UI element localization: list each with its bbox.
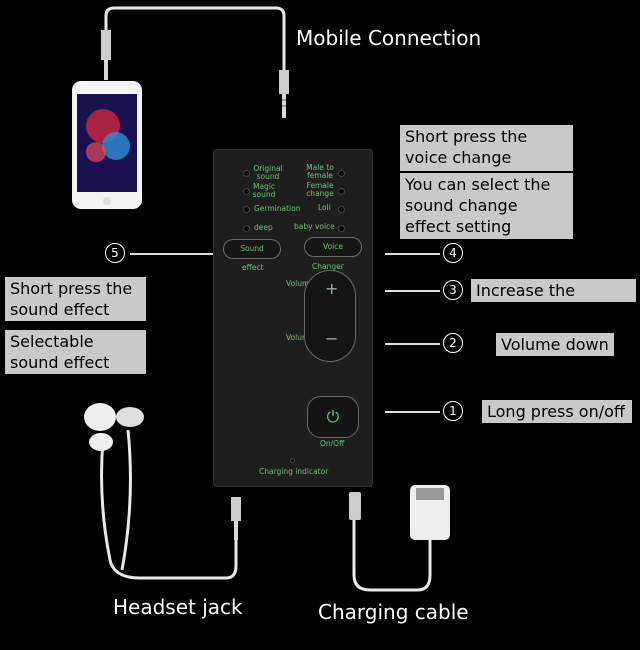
led-germination [243,206,250,213]
number-3: 3 [443,280,463,300]
sound-button-label: Sound [240,244,264,253]
voice-change-button[interactable]: Voice [304,237,362,257]
led-deep [243,225,250,232]
power-icon: ⏻ [326,407,340,426]
volume-up-label: Volume [286,279,314,288]
volume-up-button[interactable]: + [325,279,339,298]
changer-label: Changer [312,262,344,271]
headset-jack-label: Headset jack [113,595,243,619]
mobile-connection-label: Mobile Connection [296,26,482,50]
callout-sound-effect-key: Short press the sound effect key [5,277,146,340]
number-5: 5 [105,243,125,263]
led-baby-voice [338,225,345,232]
on-off-label: On/Off [320,439,345,448]
loli-label: Loli [318,203,331,212]
leader-line-2 [385,343,440,345]
callout-long-press: Long press on/off [482,400,632,423]
led-male-to-female [338,170,345,177]
callout-selectable-effect: Selectable sound effect settings [5,330,146,393]
callout-voice-change-press: Short press the voice change button [400,125,573,188]
female-change-label: Female change [306,181,334,198]
magic-sound-label: Magic sound [252,182,276,199]
number-4: 4 [443,243,463,263]
leader-line-4 [385,253,440,255]
led-original [243,170,250,177]
original-sound-label: Original sound [253,164,283,181]
volume-down-button[interactable]: − [325,329,339,348]
voice-button-label: Voice [323,242,343,251]
charging-led [290,458,295,463]
leader-line-1 [385,411,440,413]
voice-changer-device: Original sound Male to female Magic soun… [213,149,373,487]
male-to-female-label: Male to female [306,163,334,180]
callout-select-effect: You can select the sound change effect s… [400,173,573,239]
leader-line-3 [385,290,440,292]
led-loli [338,206,345,213]
callout-volume-down: Volume down [496,333,614,356]
sound-effect-button[interactable]: Sound [223,239,281,259]
callout-increase-volume: Increase the volume [471,279,636,321]
leader-line-5 [130,253,213,255]
germination-label: Germination [254,204,301,213]
volume-down-label: Volume [286,333,314,342]
deep-label: deep [254,223,273,232]
led-female [338,188,345,195]
charging-indicator-label: Charging indicator [259,467,329,476]
charging-cable-label: Charging cable [318,600,469,624]
number-2: 2 [443,333,463,353]
volume-rocker: + − [304,270,356,362]
led-magic [243,188,250,195]
power-button[interactable]: ⏻ [307,396,359,438]
baby-voice-label: baby voice [294,222,335,231]
effect-label: effect [242,263,264,272]
number-1: 1 [443,401,463,421]
